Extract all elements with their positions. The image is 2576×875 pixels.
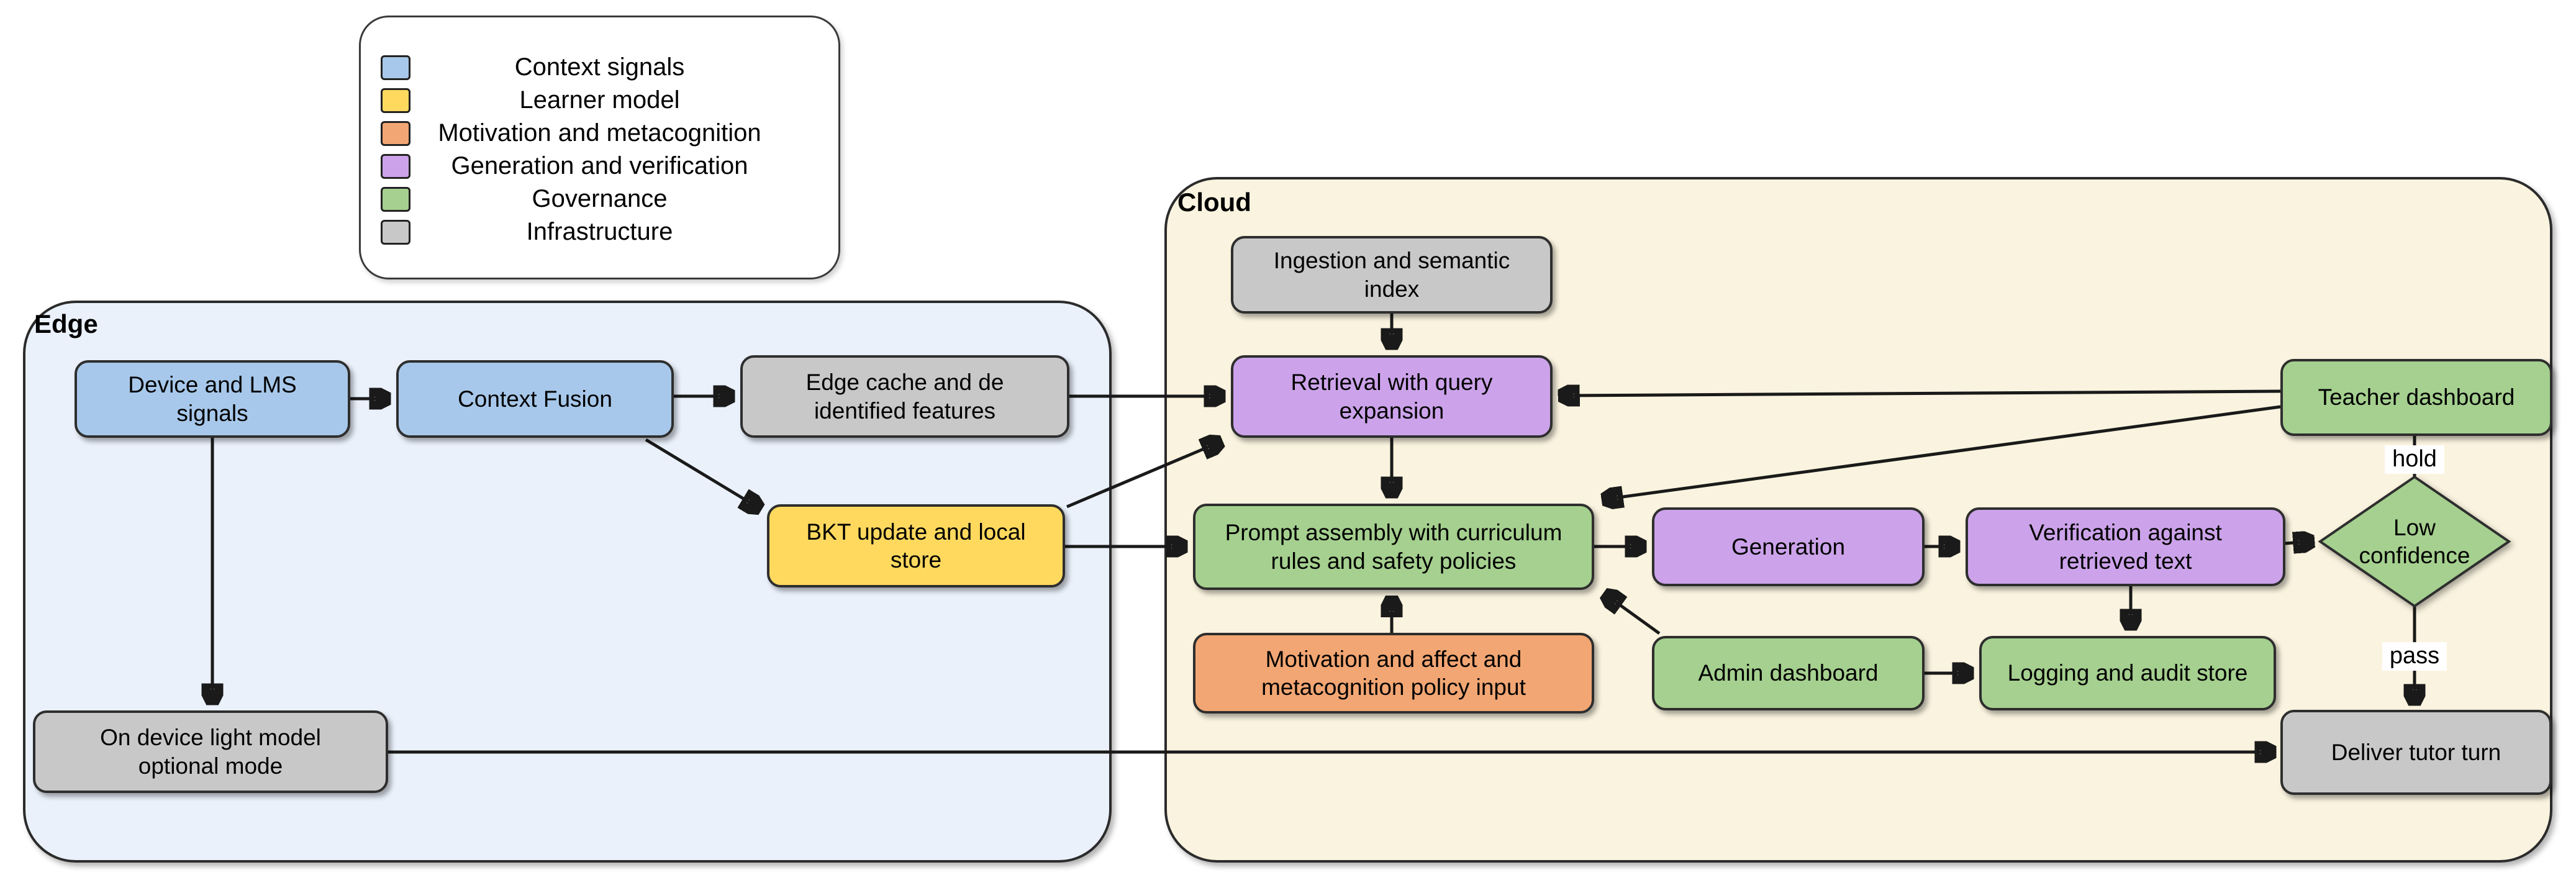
legend-item-motivation-metacognition: Motivation and metacognition xyxy=(361,117,838,150)
arrow-verification-to-low-confidence xyxy=(2285,542,2311,543)
context-signals-swatch xyxy=(381,55,410,80)
cloud-container-label: Cloud xyxy=(1177,188,1251,217)
legend-item-governance: Governance xyxy=(361,183,838,215)
node-low-confidence-diamond xyxy=(2318,475,2511,608)
node-generation: Generation xyxy=(1652,507,1925,586)
motivation-metacognition-swatch xyxy=(381,120,410,146)
arrow-bkt-update-to-retrieval xyxy=(1066,442,1220,509)
legend-item-generation-verification: Generation and verification xyxy=(361,150,838,183)
node-prompt-assembly: Prompt assembly with curriculum rules an… xyxy=(1193,504,1594,590)
node-on-device-light-model: On device light model optional mode xyxy=(33,710,388,793)
node-teacher-dashboard: Teacher dashboard xyxy=(2280,359,2552,436)
arrow-context-fusion-to-bkt-update xyxy=(645,438,759,508)
legend-item-learner-model: Learner model xyxy=(361,84,838,117)
node-device-lms-signals: Device and LMS signals xyxy=(75,360,350,438)
generation-verification-swatch xyxy=(381,153,410,179)
legend-item-label: Governance xyxy=(532,185,668,212)
legend-item-label: Context signals xyxy=(514,53,685,81)
governance-swatch xyxy=(381,186,410,212)
node-motivation-policy-input: Motivation and affect and metacognition … xyxy=(1193,633,1594,714)
legend-item-label: Motivation and metacognition xyxy=(438,119,761,147)
arrow-teacher-to-prompt-assembly xyxy=(1605,405,2281,499)
legend-item-label: Infrastructure xyxy=(526,218,673,245)
node-verification: Verification against retrieved text xyxy=(1966,507,2285,586)
node-context-fusion: Context Fusion xyxy=(396,360,674,438)
learner-model-swatch xyxy=(381,88,410,113)
node-low-confidence-label: Low confidence xyxy=(2359,514,2470,568)
node-logging-audit-store: Logging and audit store xyxy=(1979,636,2276,710)
legend-item-label: Learner model xyxy=(519,86,680,114)
arrow-teacher-to-retrieval xyxy=(1561,391,2281,396)
legend-item-label: Generation and verification xyxy=(451,152,748,179)
edge-label-hold: hold xyxy=(2385,445,2444,474)
edge-label-pass: pass xyxy=(2382,642,2447,671)
node-deliver-tutor-turn: Deliver tutor turn xyxy=(2280,710,2552,795)
edge-container-label: Edge xyxy=(34,309,98,338)
node-ingestion-semantic-index: Ingestion and semantic index xyxy=(1231,236,1553,314)
arrow-admin-to-prompt-assembly xyxy=(1606,595,1661,635)
infrastructure-swatch xyxy=(381,219,410,245)
node-bkt-update: BKT update and local store xyxy=(767,504,1065,587)
legend-item-context-signals: Context signals xyxy=(361,51,838,84)
node-admin-dashboard: Admin dashboard xyxy=(1652,636,1925,710)
node-retrieval-query-expansion: Retrieval with query expansion xyxy=(1231,355,1553,438)
legend: Context signals Learner model Motivation… xyxy=(359,16,840,279)
legend-item-infrastructure: Infrastructure xyxy=(361,215,838,248)
node-edge-cache: Edge cache and de identified features xyxy=(740,355,1069,438)
